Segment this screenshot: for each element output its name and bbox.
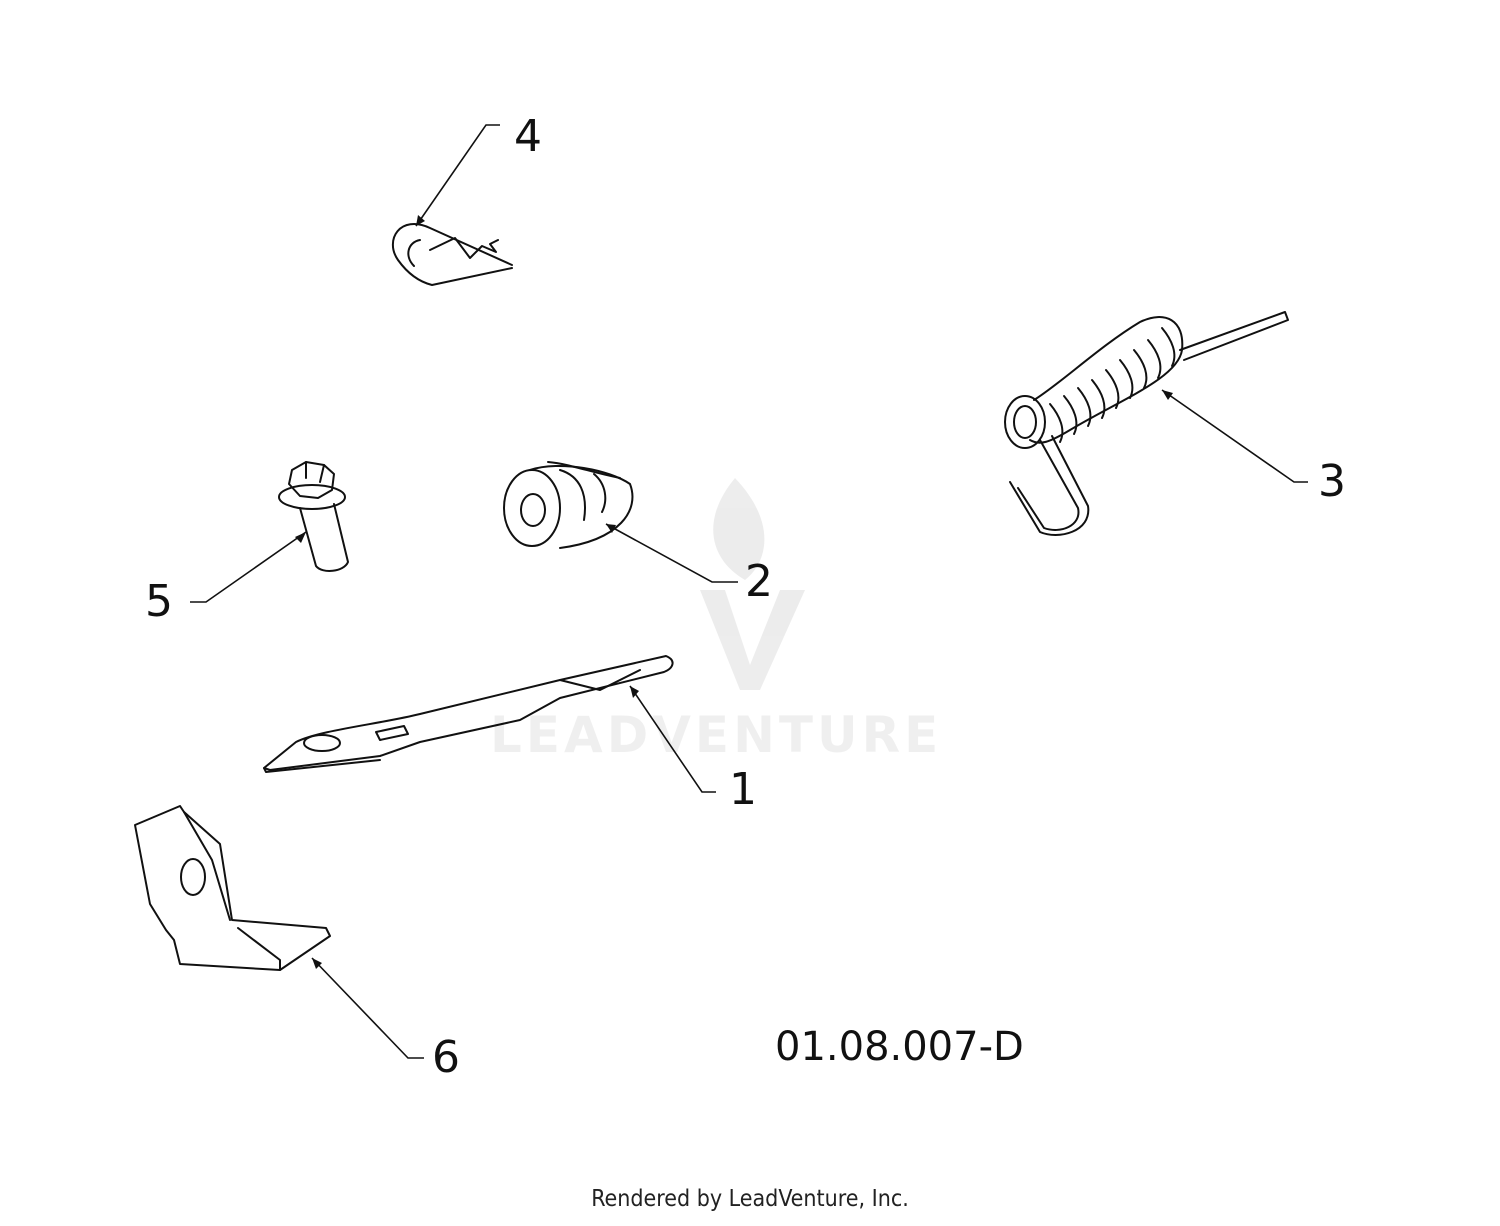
part-2-cable-bushing [503,461,634,549]
arrowhead-6 [312,958,322,969]
watermark-text: LEADVENTURE [490,706,943,764]
arrowhead-1 [630,686,639,698]
arrowhead-2 [606,524,616,533]
part-1-link-lever [263,655,674,773]
watermark-logo-icon [700,478,805,690]
leader-line-5 [190,531,307,603]
leader-line-6 [311,957,424,1059]
drawing-code: 01.08.007-D [775,1024,1024,1070]
leader-line-2 [605,523,738,583]
leader-line-4 [415,124,500,227]
part-5-flange-bolt [278,461,349,572]
callout-6: 6 [432,1032,460,1083]
callout-3: 3 [1318,456,1346,507]
callout-2: 2 [745,556,773,607]
arrowhead-3 [1162,390,1173,400]
leader-line-3 [1161,389,1308,483]
leader-line-1 [629,685,716,793]
part-4-hairpin-clip [392,223,513,286]
part-3-extension-spring [1004,311,1289,536]
callout-4: 4 [514,111,542,162]
arrowhead-4 [416,215,425,226]
callout-1: 1 [729,764,757,815]
part-6-angle-bracket [134,805,331,971]
arrowhead-5 [295,532,306,543]
render-credit: Rendered by LeadVenture, Inc. [591,1186,909,1212]
callout-5: 5 [145,576,173,627]
